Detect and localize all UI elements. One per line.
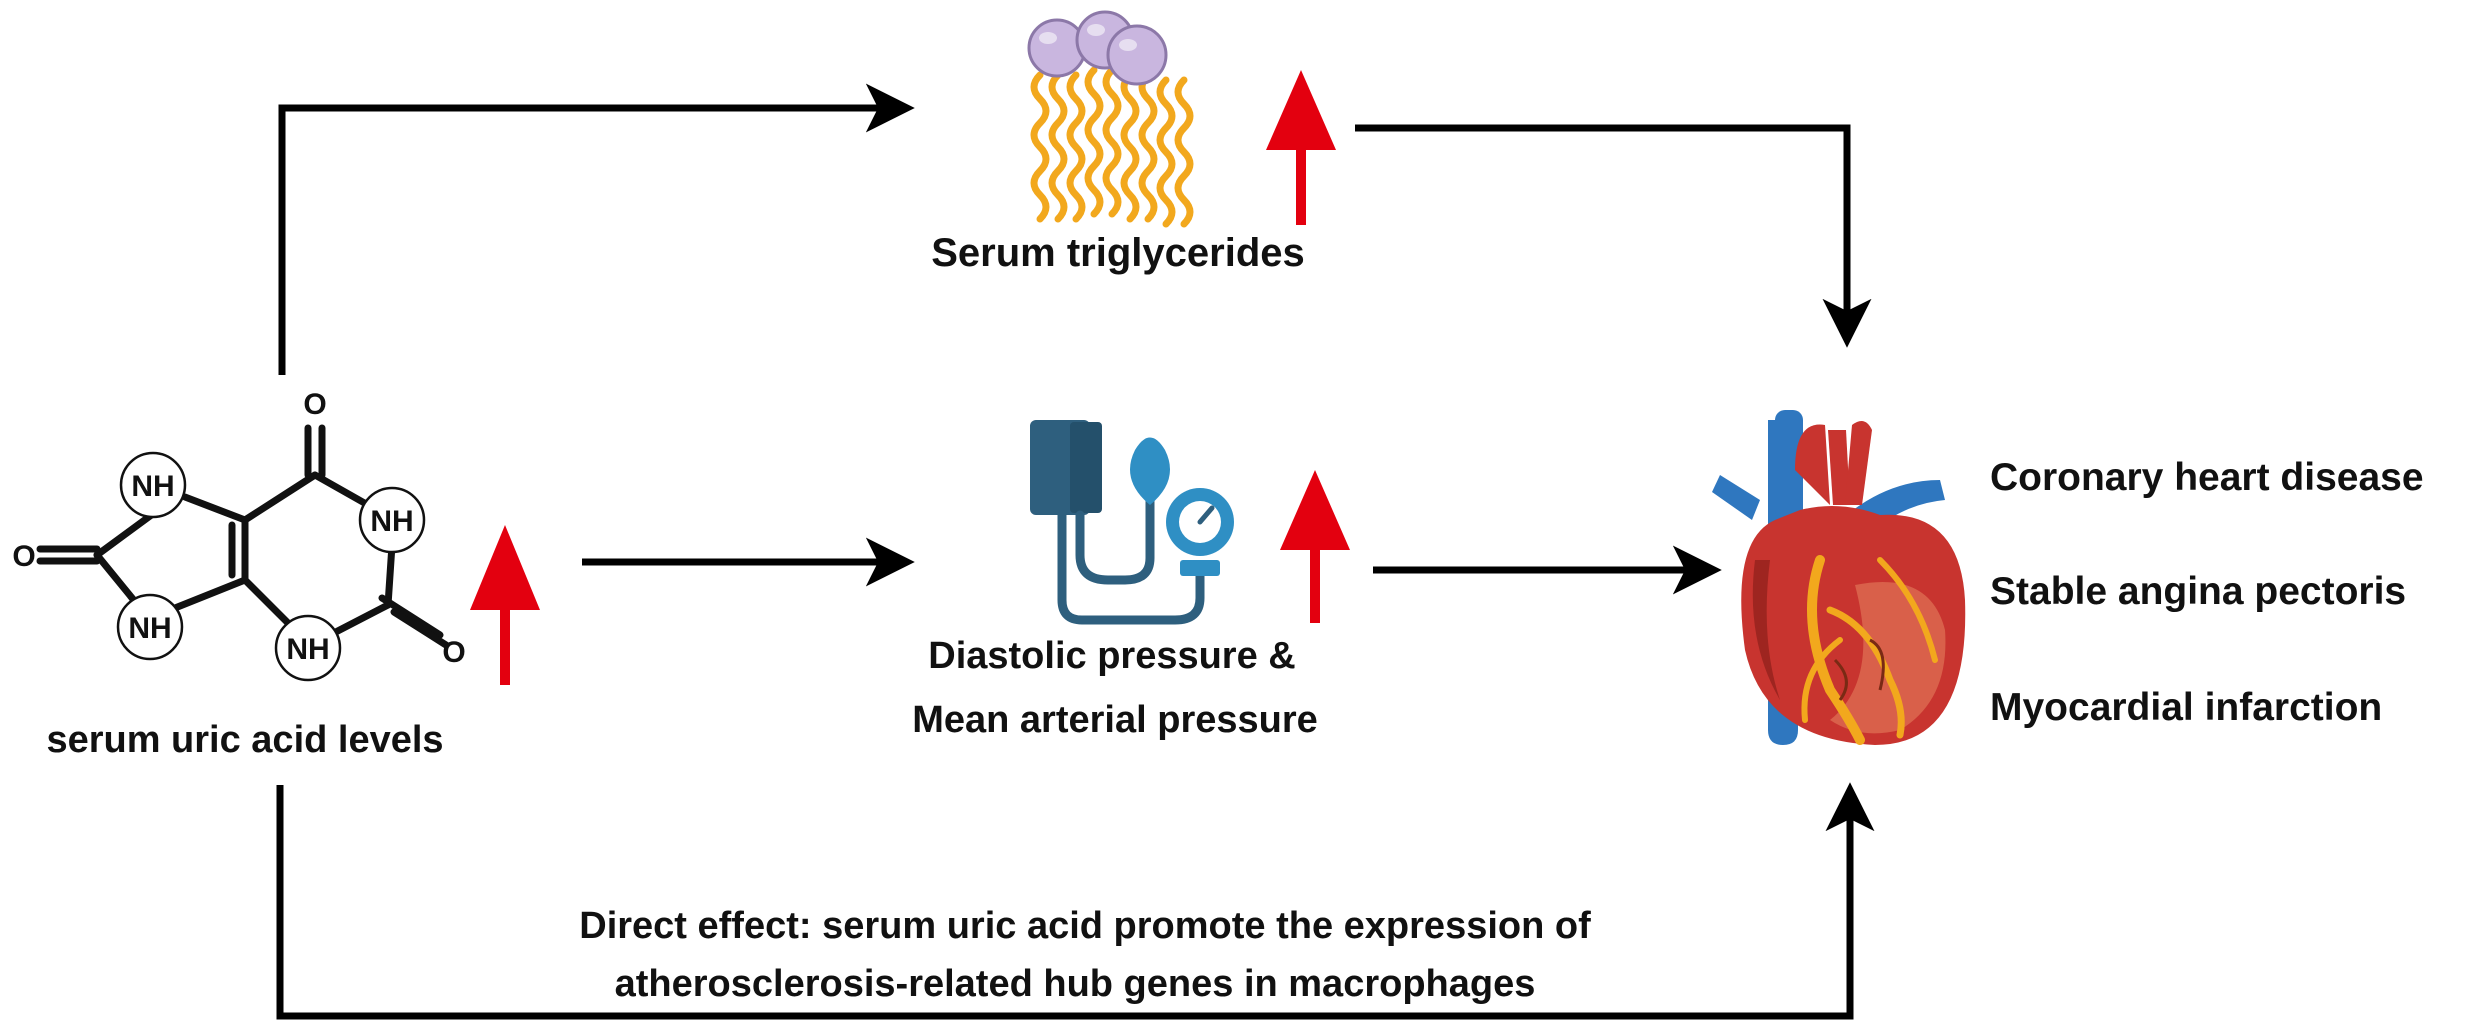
nh-atom-circle [116,593,184,661]
path-direct-effect [276,782,1875,1020]
nh-atom-circle [358,486,426,554]
nh-atom-circle [119,451,187,519]
triglycerides-label: Serum triglycerides [931,231,1305,275]
outcome-stable-angina: Stable angina pectoris [1990,570,2406,613]
nh-atom-label: NH [370,505,413,538]
oxygen-atom-label: O [442,636,465,669]
anatomical-heart-icon [1712,410,1966,745]
pressure-label-line2: Mean arterial pressure [912,699,1318,741]
oxygen-atom-label: O [303,388,326,421]
triglyceride-lipid-icon [1027,10,1194,228]
red-up-arrow-icon [470,525,540,685]
uric-acid-label: serum uric acid levels [46,719,443,761]
nh-atom-circle [274,614,342,682]
path-uric-to-triglycerides [278,83,915,375]
outcome-list: Coronary heart disease Stable angina pec… [1990,456,2424,729]
pressure-label-line1: Diastolic pressure & [928,635,1295,677]
direct-effect-line1: Direct effect: serum uric acid promote t… [579,905,1591,947]
uric-acid-structure-icon: NH NH NH NH O O O [12,388,466,682]
path-triglycerides-to-heart [1355,124,1872,348]
red-up-arrow-icon [1280,470,1350,623]
outcome-coronary-heart-disease: Coronary heart disease [1990,456,2424,499]
blood-pressure-monitor-icon [1030,420,1234,625]
nh-atom-label: NH [131,470,174,503]
oxygen-atom-label: O [12,540,35,573]
outcome-myocardial-infarction: Myocardial infarction [1990,686,2382,729]
red-up-arrow-icon [1266,70,1336,225]
nh-atom-label: NH [286,633,329,666]
direct-effect-line2: atherosclerosis-related hub genes in mac… [615,963,1536,1005]
nh-atom-label: NH [128,612,171,645]
